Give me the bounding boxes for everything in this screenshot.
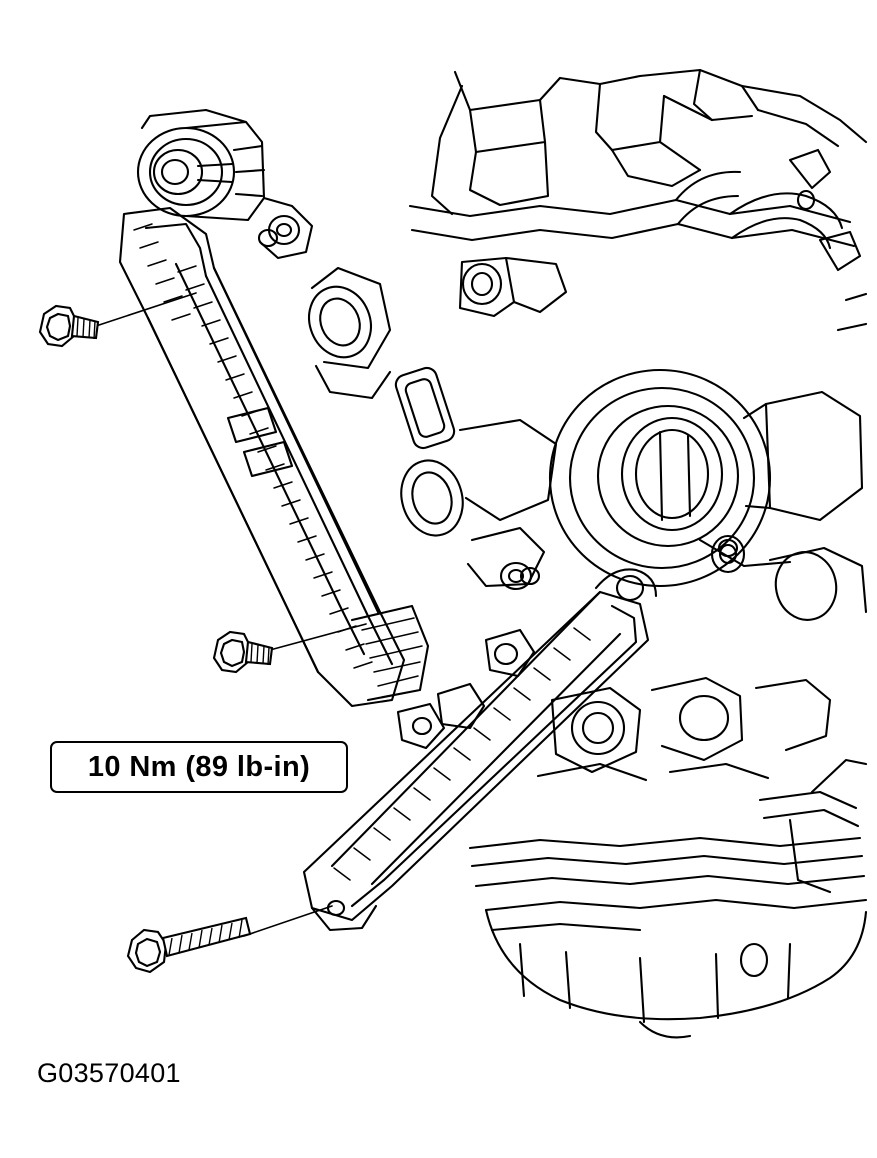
callout-bolt-lower [126, 916, 252, 974]
callout-bolt-middle [212, 630, 274, 674]
upper-mounting-bracket-rail [118, 206, 430, 708]
alternator-housing-boss [548, 368, 772, 588]
engine-block-right-face [698, 390, 868, 621]
leader-line-upper-bolt [95, 292, 197, 327]
lower-support-strut [302, 568, 658, 932]
torque-specification-box: 10 Nm (89 lb-in) [50, 741, 348, 793]
accessory-drive-pulley [136, 108, 266, 222]
block-ribs [739, 758, 868, 978]
leader-line-lower-bolt [243, 905, 333, 937]
coolant-hose-routing [408, 170, 856, 250]
misc-bosses [257, 148, 868, 586]
leader-line-middle-bolt [269, 623, 367, 651]
intake-manifold-runners [430, 68, 868, 216]
pulley-mount-lug [258, 196, 314, 260]
engine-block-lower-detail [436, 628, 832, 782]
callout-bolt-upper [38, 304, 100, 348]
callout-leader-lines [95, 292, 367, 937]
cylinder-head-bosses [308, 256, 568, 591]
oil-pan-lower-edge [468, 836, 868, 1039]
left-lower-structure [396, 702, 446, 750]
torque-specification-text: 10 Nm (89 lb-in) [87, 750, 311, 783]
figure-id-label: G03570401 [37, 1058, 181, 1088]
